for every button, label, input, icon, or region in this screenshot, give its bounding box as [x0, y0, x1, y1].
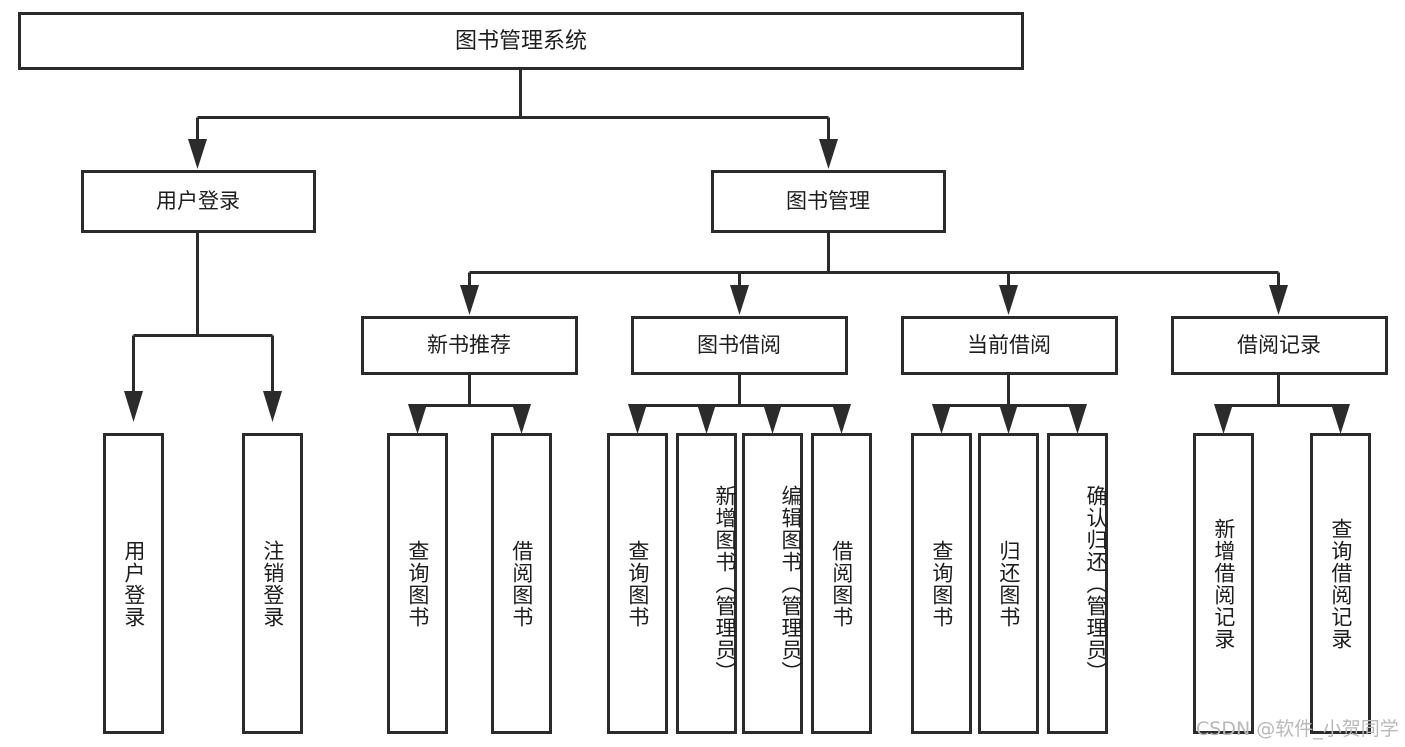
- node-leaf-5-box[interactable]: [607, 433, 668, 734]
- arrow-head-to-leaf10: [999, 404, 1018, 434]
- node-leaf-9-box[interactable]: [911, 433, 972, 734]
- arrow-head-to-borrow: [730, 285, 749, 315]
- arrow-head-to-leaf1: [124, 391, 143, 422]
- node-leaf-13-box[interactable]: [1310, 433, 1371, 734]
- node-borrow[interactable]: 图书借阅: [631, 316, 848, 375]
- arrow-head-to-leaf12: [1214, 404, 1233, 434]
- node-bookmgmt-label: 图书管理: [786, 189, 870, 213]
- connector-group-bookmgmt: [460, 232, 1288, 315]
- csdn-watermark: CSDN @软件_小贺同学: [1196, 718, 1399, 740]
- node-bookmgmt-box[interactable]: [711, 170, 946, 233]
- node-current[interactable]: 当前借阅: [901, 316, 1118, 375]
- node-leaf-2-box[interactable]: [242, 433, 303, 734]
- node-borrow-label: 图书借阅: [697, 333, 781, 357]
- connector-group-borrow: [628, 375, 851, 434]
- connector-group-root: [188, 68, 838, 169]
- arrow-head-to-leaf9: [932, 404, 951, 434]
- arrow-head-to-leaf8: [832, 404, 851, 434]
- connector-group-current: [932, 375, 1087, 434]
- node-leaf-7-box[interactable]: [742, 433, 803, 734]
- node-current-box[interactable]: [901, 316, 1118, 375]
- arrow-head-to-records: [1269, 285, 1288, 315]
- arrow-head-to-leaf7: [763, 404, 782, 434]
- node-newbook-box[interactable]: [361, 316, 578, 375]
- connector-group-newbook: [408, 375, 531, 434]
- arrow-head-to-current: [999, 285, 1018, 315]
- node-root[interactable]: 图书管理系统: [18, 12, 1024, 70]
- arrow-head-to-leaf6: [697, 404, 716, 434]
- arrow-head-to-leaf5: [628, 404, 647, 434]
- node-leaf-10-box[interactable]: [978, 433, 1039, 734]
- node-leaf-8-box[interactable]: [811, 433, 872, 734]
- node-records-box[interactable]: [1171, 316, 1388, 375]
- node-records-label: 借阅记录: [1237, 333, 1321, 357]
- connector-group-login: [124, 232, 282, 422]
- node-leaf-11-box[interactable]: [1047, 433, 1108, 734]
- arrow-head-to-leaf11: [1068, 404, 1087, 434]
- arrow-head-to-leaf4: [512, 404, 531, 434]
- node-leaf-6-box[interactable]: [676, 433, 737, 734]
- node-newbook[interactable]: 新书推荐: [361, 316, 578, 375]
- node-root-box[interactable]: [18, 12, 1024, 70]
- node-leaf-12-box[interactable]: [1193, 433, 1254, 734]
- node-root-label: 图书管理系统: [455, 29, 587, 54]
- node-records[interactable]: 借阅记录: [1171, 316, 1388, 375]
- node-login-box[interactable]: [81, 170, 316, 233]
- connector-group-records: [1214, 375, 1350, 434]
- arrow-head-to-bookmgmt: [819, 139, 838, 169]
- node-leaf-3-box[interactable]: [387, 433, 448, 734]
- node-login-label: 用户登录: [156, 189, 240, 213]
- node-login[interactable]: 用户登录: [81, 170, 316, 233]
- arrow-head-to-newbook: [460, 285, 479, 315]
- node-newbook-label: 新书推荐: [427, 333, 511, 357]
- node-current-label: 当前借阅: [967, 333, 1051, 357]
- node-leaf-4-box[interactable]: [491, 433, 552, 734]
- leaf-box-group: [103, 433, 1371, 734]
- node-bookmgmt[interactable]: 图书管理: [711, 170, 946, 233]
- node-borrow-box[interactable]: [631, 316, 848, 375]
- arrow-head-to-leaf3: [408, 404, 427, 434]
- arrow-head-to-login: [188, 139, 207, 169]
- node-leaf-1-box[interactable]: [103, 433, 164, 734]
- arrow-head-to-leaf13: [1331, 404, 1350, 434]
- arrow-head-to-leaf2: [263, 391, 282, 422]
